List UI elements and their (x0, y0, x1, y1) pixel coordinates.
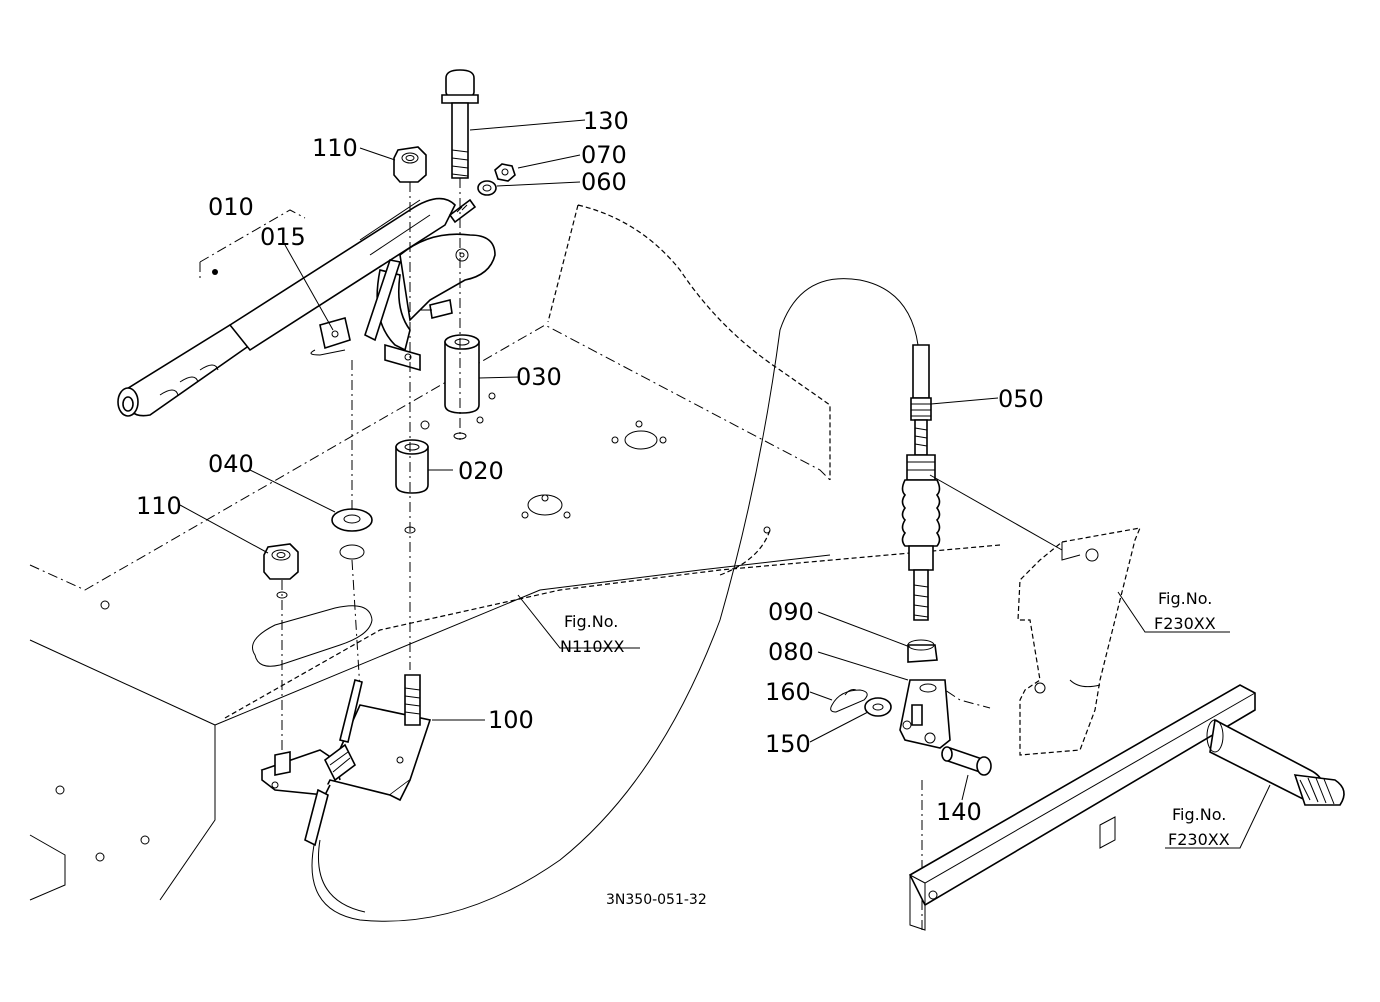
bolt-130 (441, 69, 479, 179)
cable-assembly-050 (901, 344, 1063, 621)
nut-110-upper (393, 146, 427, 183)
nut-090 (907, 639, 938, 663)
floor-panel (29, 324, 1001, 901)
drawing-number: 3N350-051-32 (606, 892, 707, 908)
callout-160: 160 (765, 678, 811, 706)
callout-labels: 130 110 070 060 010 015 030 050 040 020 … (136, 107, 1044, 826)
ref-n110-label: Fig.No. (564, 612, 618, 631)
callout-110-lower: 110 (136, 492, 182, 520)
callout-130: 130 (583, 107, 629, 135)
nut-070 (494, 163, 516, 182)
bracket-100 (260, 674, 432, 847)
ref-f230-upper-label: Fig.No. (1158, 589, 1212, 608)
callout-020: 020 (458, 457, 504, 485)
callout-030: 030 (516, 363, 562, 391)
assembly-centerlines (276, 178, 991, 930)
callout-150: 150 (765, 730, 811, 758)
figure-references: Fig.No. N110XX Fig.No. F230XX Fig.No. F2… (560, 589, 1230, 849)
grommet-040 (331, 508, 373, 560)
frame-plate-f230 (1017, 527, 1141, 756)
callout-090: 090 (768, 598, 814, 626)
callout-070: 070 (581, 141, 627, 169)
washer-150 (864, 697, 892, 717)
clevis-080 (899, 679, 951, 749)
callout-100: 100 (488, 706, 534, 734)
callout-140: 140 (936, 798, 982, 826)
callout-080: 080 (768, 638, 814, 666)
ref-f230-upper-code: F230XX (1154, 614, 1216, 633)
ref-f230-lower-code: F230XX (1168, 830, 1230, 849)
callout-060: 060 (581, 168, 627, 196)
callout-050: 050 (998, 385, 1044, 413)
ref-f230-lower-label: Fig.No. (1172, 805, 1226, 824)
collar-020 (395, 439, 429, 494)
assembly-bracket (199, 209, 306, 280)
assembly-marker-dot (212, 269, 218, 275)
snap-pin-160 (830, 689, 868, 713)
ref-n110-code: N110XX (560, 637, 624, 656)
frame-bar-f230 (908, 684, 1345, 931)
brake-lever-assembly (117, 197, 496, 417)
washer-060 (477, 180, 497, 196)
nut-110-lower (263, 543, 299, 580)
leader-lines (179, 119, 1271, 849)
callout-040: 040 (208, 450, 254, 478)
clevis-pin-140 (941, 746, 992, 776)
collar-030 (444, 334, 480, 414)
callout-015: 015 (260, 223, 306, 251)
callout-110-upper: 110 (312, 134, 358, 162)
cable-guide-outline (547, 204, 831, 576)
callout-010: 010 (208, 193, 254, 221)
brake-cable (311, 278, 919, 922)
